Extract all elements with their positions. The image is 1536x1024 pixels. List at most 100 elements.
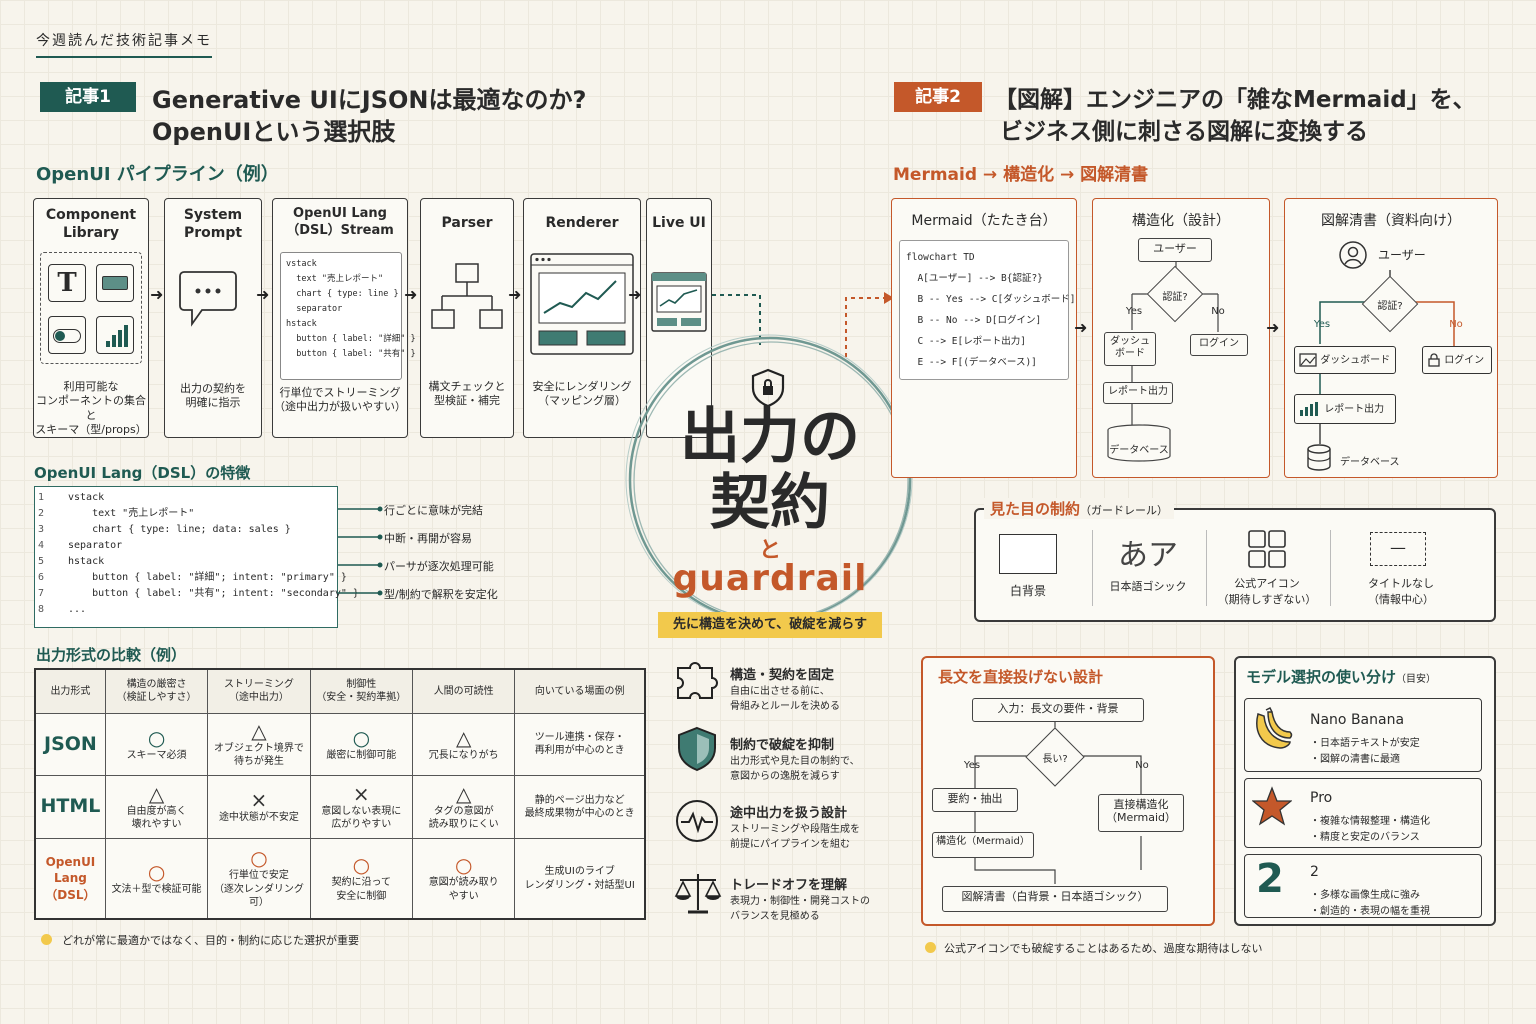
article1-footnote: どれが常に最適かではなく、目的・制約に応じた選択が重要 — [62, 934, 359, 947]
table-header: ストリーミング （途中出力） — [207, 668, 311, 714]
stage-title: Parser — [441, 215, 493, 231]
line-number: 3 — [38, 524, 45, 535]
article2-footnote: 公式アイコンでも破綻することはあるため、過度な期待はしない — [944, 942, 1263, 955]
code-line: B -- No --> D[ログイン] — [906, 315, 1042, 326]
code-line: A[ユーザー] --> B{認証?} — [906, 273, 1043, 284]
rating-mark: × — [250, 788, 268, 813]
dsl-feature: パーサが逐次処理可能 — [384, 560, 494, 573]
compare-title: 出力形式の比較（例） — [36, 646, 187, 664]
table-cell: ○契約に沿って 安全に制御 — [309, 838, 414, 920]
point-desc: 自由に出させる前に、 骨組みとルールを決める — [730, 686, 840, 712]
chat-bubble-icon — [178, 268, 238, 334]
line-number: 7 — [38, 588, 45, 599]
long-q-label: 長い? — [1042, 754, 1068, 765]
format-name: OpenUI Lang （DSL） — [34, 838, 106, 920]
line-number: 5 — [38, 556, 45, 567]
article2-badge: 記事2 — [894, 82, 982, 112]
guardrail-sub: （ガードレール） — [1080, 504, 1169, 517]
rating-mark: △ — [148, 781, 165, 806]
point-title: 途中出力を扱う設計 — [730, 806, 848, 821]
node-login: ログイン — [1190, 334, 1248, 356]
dsl-feature: 型/制約で解釈を安定化 — [384, 588, 498, 601]
point-title: 構造・契約を固定 — [730, 668, 835, 683]
structured-connectors — [1131, 262, 1219, 426]
table-header: 制御性 （安全・契約準拠） — [309, 668, 414, 714]
long-direct-node: 直接構造化 （Mermaid） — [1098, 794, 1184, 832]
table-header: 向いている場面の例 — [514, 668, 646, 714]
guard-label: 公式アイコン （期待しすぎない） — [1217, 577, 1317, 606]
model-name: 2 — [1310, 864, 1319, 880]
clean-node-dashboard: ダッシュボード — [1294, 346, 1396, 374]
clean-edge-yes: Yes — [1313, 319, 1331, 330]
line-number: 1 — [38, 492, 45, 503]
model-name: Nano Banana — [1310, 712, 1405, 728]
rating-note: オブジェクト境界で 待ちが発生 — [213, 742, 304, 768]
center-tagline: 先に構造を決めて、破綻を減らす — [658, 612, 882, 638]
divider — [1092, 530, 1093, 606]
article1-title-line2: OpenUIという選択肢 — [152, 118, 396, 146]
code-line: chart { type: line } — [286, 289, 399, 299]
center-guardrail: guardrail — [672, 558, 868, 599]
model-note: ・創造的・表現の幅を重視 — [1310, 906, 1430, 917]
code-line: button { label: "共有" } — [286, 349, 416, 359]
line-number: 6 — [38, 572, 45, 583]
rating-note: 意図しない表現に 広がりやすい — [321, 805, 402, 831]
table-cell: ○厳密に制御可能 — [309, 712, 414, 777]
code-line: vstack — [68, 492, 105, 503]
article1-title-line1: Generative UIにJSONは最適なのか? — [152, 86, 587, 114]
rating-mark: △ — [455, 725, 472, 750]
rating-mark: ○ — [250, 846, 268, 871]
guardrail-title-wrap: 見た目の制約（ガードレール） — [984, 498, 1175, 519]
dsl-code-box — [34, 486, 338, 628]
table-header: 出力形式 — [34, 668, 106, 714]
rating-mark: ○ — [454, 853, 473, 878]
code-line: hstack — [68, 556, 105, 567]
clean-dashboard-label: ダッシュボード — [1320, 355, 1391, 366]
code-line: B -- Yes --> C[ダッシュボード] — [906, 294, 1076, 305]
comparison-table: 出力形式構造の厳密さ （検証しやすさ）ストリーミング （途中出力）制御性 （安全… — [34, 668, 646, 920]
edge-yes: Yes — [1125, 306, 1143, 317]
arrow-icon: ➜ — [404, 285, 418, 304]
yellow-dot-icon — [41, 934, 52, 945]
star-icon — [1252, 786, 1292, 826]
point-title: トレードオフを理解 — [730, 878, 848, 893]
dsl-feature: 中断・再開が容易 — [384, 532, 472, 545]
model-sub: （目安） — [1396, 674, 1437, 685]
arrow-icon: ➜ — [628, 285, 642, 304]
model-note: ・日本語テキストが安定 — [1310, 738, 1420, 749]
divider — [1206, 530, 1207, 606]
code-line: text "売上レポート" — [68, 508, 195, 519]
long-text-title: 長文を直接投げない設計 — [938, 668, 1104, 686]
use-case: 静的ページ出力など 最終成果物が中心のとき — [514, 775, 646, 840]
user-icon — [1339, 241, 1367, 269]
code-line: C --> E[レポート出力] — [906, 336, 1026, 347]
bar-chart-icon — [1300, 402, 1318, 416]
clean-edge-no: No — [1449, 319, 1463, 330]
text-component-icon: T — [48, 264, 86, 302]
grid-icon — [1248, 530, 1286, 568]
stage-desc: 利用可能な コンポーネントの集合と スキーマ（型/props） — [35, 380, 147, 436]
use-case: ツール連携・保存・ 再利用が中心のとき — [514, 712, 646, 777]
pipeline-title: OpenUI パイプライン（例） — [36, 164, 279, 185]
point-title: 制約で破綻を抑制 — [730, 738, 835, 753]
table-header: 人間の可読性 — [411, 668, 516, 714]
component-grid — [40, 252, 142, 364]
node-dashboard: ダッシュ ボード — [1104, 332, 1156, 366]
guard-label: タイトルなし （情報中心） — [1368, 577, 1434, 606]
point-desc: ストリーミングや段階生成を 前提にパイプラインを組む — [730, 824, 860, 850]
table-row: OpenUI Lang （DSL）○文法＋型で検証可能○行単位で安定 （逐次レン… — [34, 838, 646, 920]
rating-mark: ○ — [147, 859, 166, 884]
stage-desc: 行単位でストリーミング （途中出力が扱いやすい） — [274, 386, 406, 414]
long-edge-yes: Yes — [963, 760, 981, 771]
table-cell: ○意図が読み取り やすい — [411, 838, 516, 920]
article2-title-line1: 【図解】エンジニアの「雑なMermaid」を、 — [994, 87, 1476, 113]
stage-title: Renderer — [545, 215, 619, 231]
table-row: JSON○スキーマ必須△オブジェクト境界で 待ちが発生○厳密に制御可能△冗長にな… — [34, 712, 646, 777]
stage-component-library — [33, 198, 149, 438]
code-line: E --> F[(データベース)] — [906, 357, 1037, 368]
clean-user-label: ユーザー — [1378, 248, 1426, 262]
rating-note: 途中状態が不安定 — [218, 812, 299, 824]
article1-badge: 記事1 — [40, 82, 136, 112]
table-cell: ○スキーマ必須 — [104, 712, 209, 777]
